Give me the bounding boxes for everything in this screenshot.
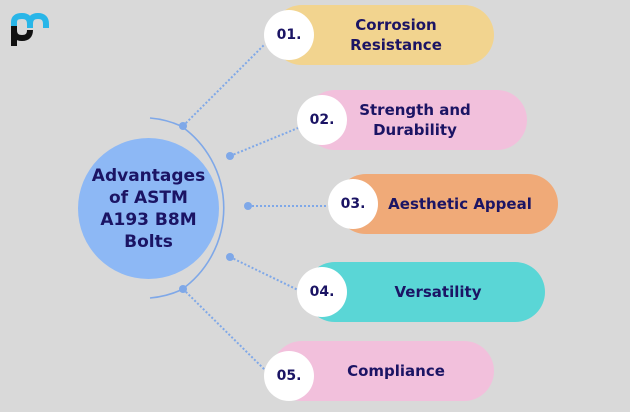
item-label: Aesthetic Appeal [388,195,532,213]
item-number: 05. [264,351,314,401]
item-label: Corrosion Resistance [350,16,442,54]
pm-logo-icon [11,12,49,46]
item-label: Versatility [394,283,482,301]
item-strength-durability: 02. Strength and Durability [297,90,527,150]
item-aesthetic-appeal: 03. Aesthetic Appeal [328,174,558,234]
hub-circle: Advantages of ASTM A193 B8M Bolts [78,138,219,279]
item-number: 02. [297,95,347,145]
item-number: 04. [297,267,347,317]
item-label: Strength and Durability [359,101,471,139]
item-number: 03. [328,179,378,229]
item-compliance: 05. Compliance [264,341,494,401]
item-versatility: 04. Versatility [297,262,545,322]
item-corrosion-resistance: 01. Corrosion Resistance [264,5,494,65]
item-label: Compliance [347,362,445,380]
hub-title: Advantages of ASTM A193 B8M Bolts [91,165,206,252]
item-number: 01. [264,10,314,60]
